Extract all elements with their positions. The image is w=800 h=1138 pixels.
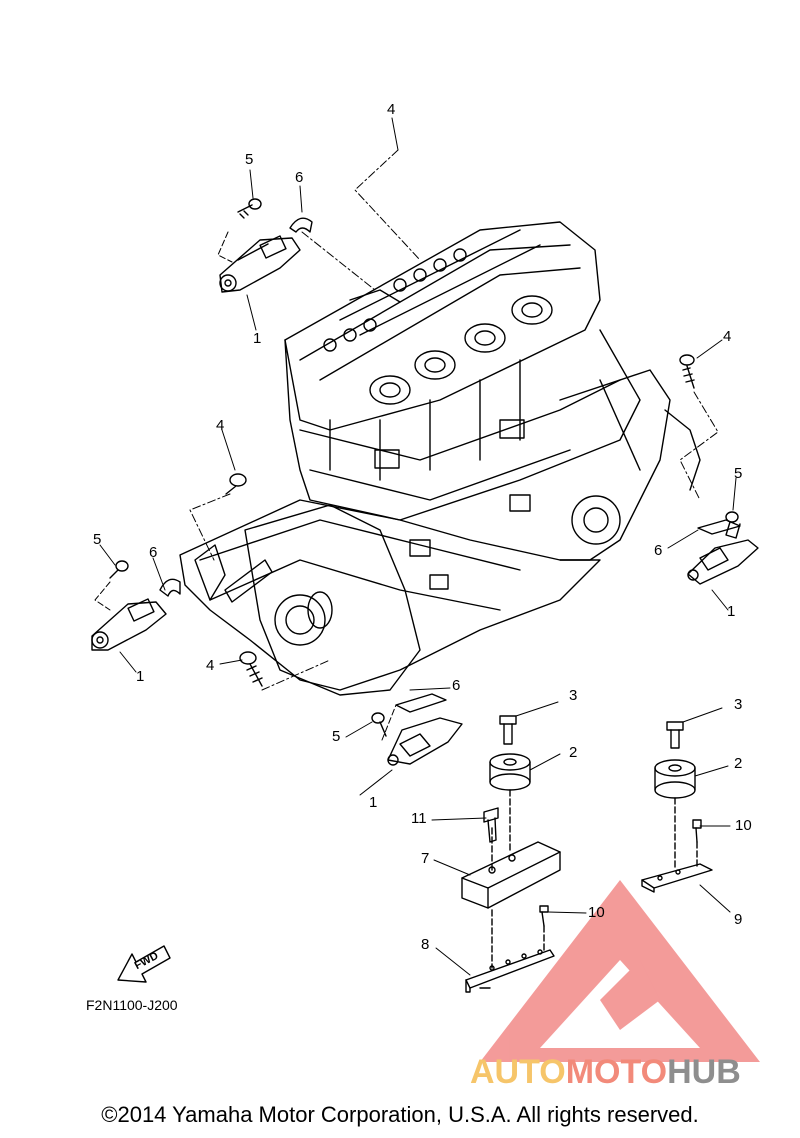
callout-5-right: 5 (734, 465, 743, 482)
callout-2-mid: 2 (569, 744, 578, 761)
mount-assembly-left (91, 473, 247, 651)
callout-5-top: 5 (245, 151, 254, 168)
mount-assembly-top-left (219, 198, 313, 293)
copyright-notice: ©2014 Yamaha Motor Corporation, U.S.A. A… (101, 1102, 699, 1127)
callout-4-lower: 4 (206, 657, 215, 674)
callout-1-left: 1 (136, 668, 145, 685)
callout-6-top: 6 (295, 169, 304, 186)
callout-7: 7 (421, 850, 430, 867)
callout-6-left: 6 (149, 544, 158, 561)
watermark-logo (480, 880, 760, 1062)
callout-11: 11 (411, 810, 427, 827)
callout-3-right: 3 (734, 696, 743, 713)
callout-6-lower: 6 (452, 677, 461, 694)
callout-2-right: 2 (734, 755, 743, 772)
watermark-text-auto: AUTO (470, 1053, 566, 1091)
rubber-mount-stack-right (641, 721, 713, 893)
fwd-arrow (117, 945, 171, 983)
figure-code: F2N1100-J200 (86, 997, 178, 1013)
callout-4-left: 4 (216, 417, 225, 434)
callout-5-lower: 5 (332, 728, 341, 745)
callout-6-right: 6 (654, 542, 663, 559)
callout-8: 8 (421, 936, 430, 953)
callout-5-left: 5 (93, 531, 102, 548)
callout-10-mid: 10 (588, 904, 605, 921)
callout-4-top: 4 (387, 101, 396, 118)
callout-3-mid: 3 (569, 687, 578, 704)
engine-block (179, 221, 701, 696)
callout-10-right: 10 (735, 817, 752, 834)
watermark-text-moto: MOTO (565, 1053, 668, 1091)
callout-1-lower: 1 (369, 794, 378, 811)
leader-lines (94, 117, 737, 976)
callout-4-right: 4 (723, 328, 732, 345)
mount-assembly-lower (239, 651, 463, 766)
watermark-text: AUTOMOTOHUB (470, 1055, 741, 1089)
mount-assembly-right (679, 354, 759, 585)
callout-1-top: 1 (253, 330, 262, 347)
watermark-text-hub: HUB (667, 1053, 741, 1091)
rubber-mount-stack-center (461, 715, 561, 993)
callout-9: 9 (734, 911, 743, 928)
callout-1-right: 1 (727, 603, 736, 620)
